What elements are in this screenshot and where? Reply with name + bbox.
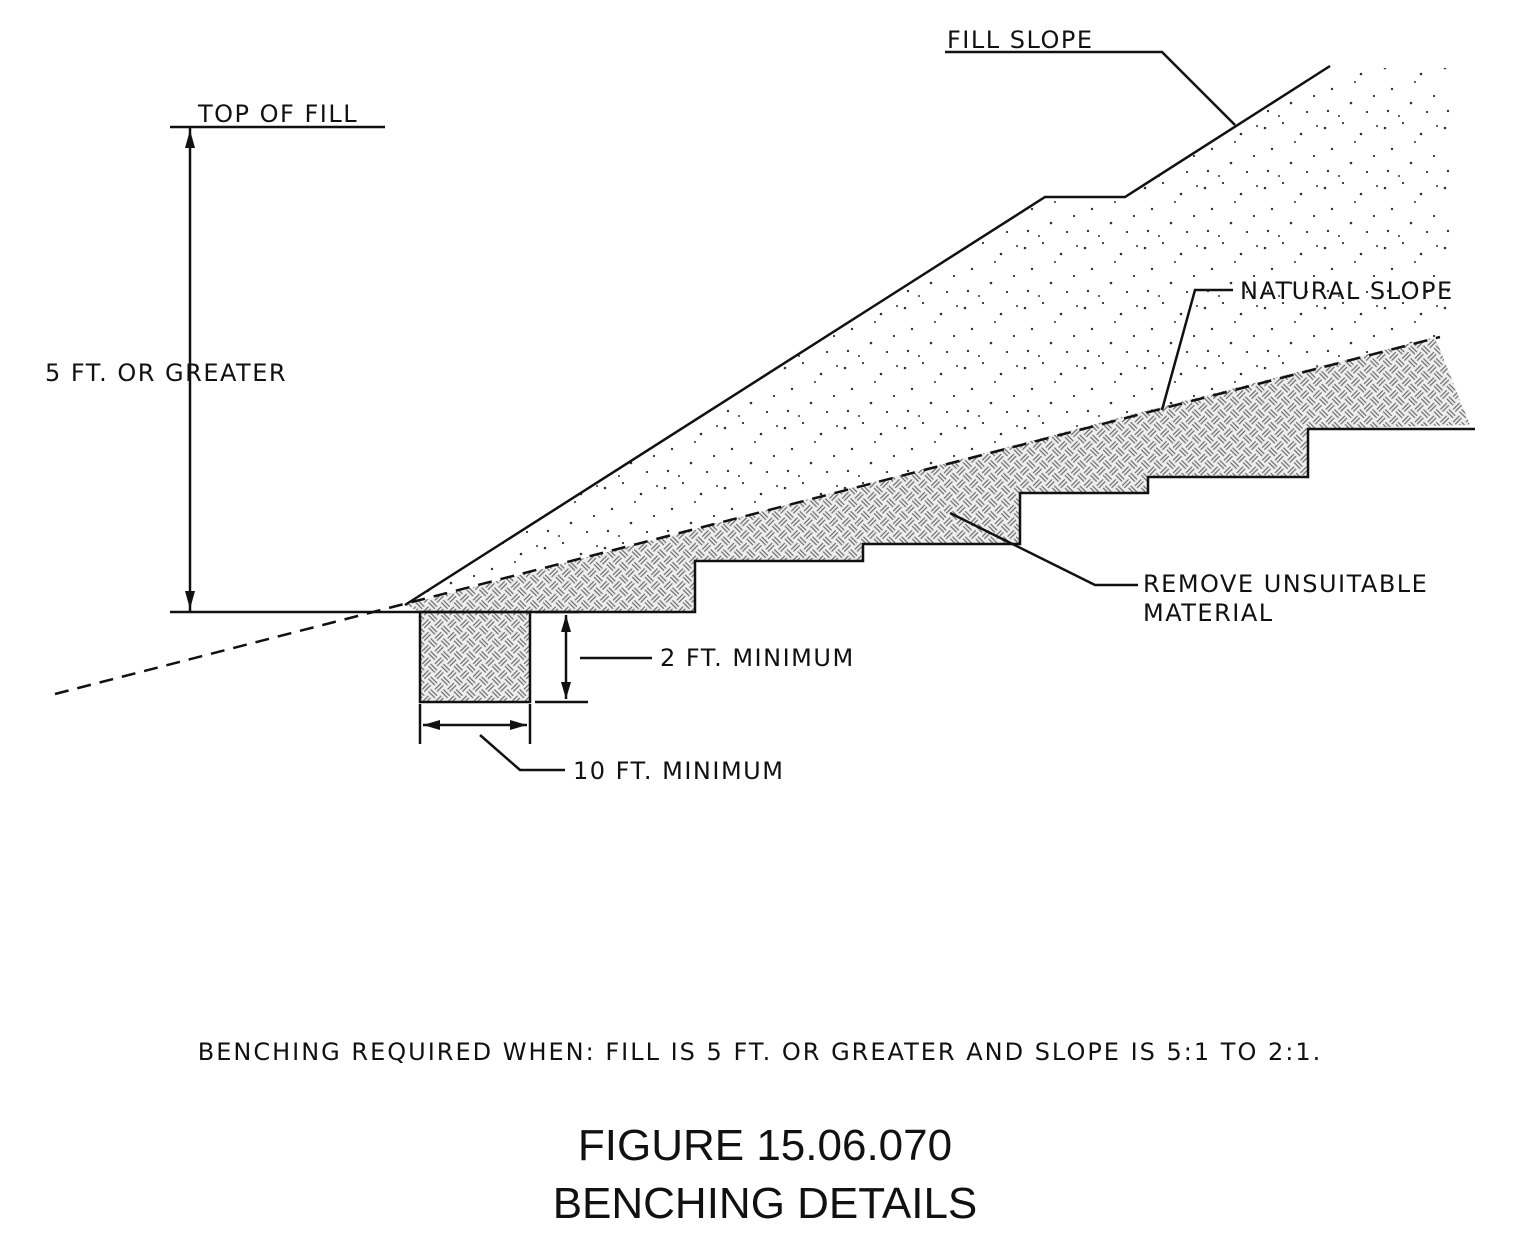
figure-title: BENCHING DETAILS [553, 1179, 978, 1228]
height-label: 5 FT. OR GREATER [45, 359, 287, 387]
fill-slope-line [404, 64, 1331, 607]
remove-material-leader [949, 511, 1138, 587]
key-trench [418, 610, 532, 704]
benching-note: BENCHING REQUIRED WHEN: FILL IS 5 FT. OR… [198, 1038, 1322, 1066]
width-arrow-left [423, 720, 440, 730]
remove-material-label-line1: REMOVE UNSUITABLE [1143, 570, 1428, 598]
width-leader [479, 734, 565, 772]
top-of-fill-label: TOP OF FILL [197, 100, 358, 128]
natural-slope-leader [1160, 288, 1233, 411]
fill-slope-leader [945, 50, 1236, 126]
unsuitable-material-area [405, 337, 1470, 612]
fill-material-area [405, 68, 1450, 605]
width-label: 10 FT. MINIMUM [573, 757, 784, 785]
depth-arrow-top [561, 615, 571, 632]
remove-material-label-line2: MATERIAL [1143, 599, 1274, 627]
figure-number: FIGURE 15.06.070 [578, 1121, 952, 1170]
fill-slope-label: FILL SLOPE [947, 26, 1094, 54]
natural-slope-label: NATURAL SLOPE [1240, 277, 1454, 305]
width-arrow-right [510, 720, 527, 730]
depth-label: 2 FT. MINIMUM [660, 644, 855, 672]
depth-arrow-bottom [561, 682, 571, 699]
natural-slope-line [54, 335, 1441, 696]
height-arrow-top [185, 130, 195, 148]
height-arrow-bottom [185, 591, 195, 609]
bench-steps [420, 427, 1475, 614]
